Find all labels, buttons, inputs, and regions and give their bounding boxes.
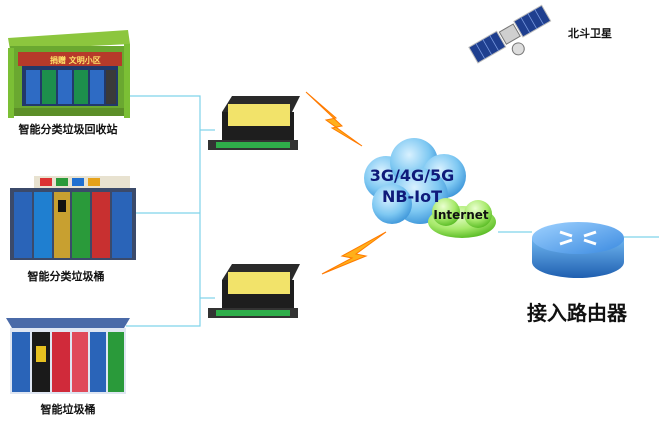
- device-label-smart-bin: 智能分类垃圾桶: [27, 270, 105, 283]
- connection-lines: [126, 95, 659, 327]
- gateway-box-1: [208, 96, 300, 150]
- lightning-icon-upper: [305, 91, 363, 147]
- line-device3: [126, 214, 201, 327]
- line-device1: [130, 95, 201, 214]
- satellite-icon: [468, 4, 552, 64]
- device-label-recycling-station: 智能分类垃圾回收站: [18, 123, 118, 136]
- recycling-station-icon: 捐赠 文明小区: [8, 30, 130, 118]
- banner-text: 捐赠 文明小区: [50, 55, 101, 65]
- lightning-icon-lower: [321, 231, 387, 275]
- router-label: 接入路由器: [527, 301, 627, 325]
- router-icon: [532, 222, 624, 278]
- network-cloud-icon: [364, 138, 496, 238]
- cloud-label-internet: Internet: [433, 208, 489, 222]
- device-label-smart-trash-can: 智能垃圾桶: [40, 403, 96, 416]
- cloud-label-nbiot: NB-IoT: [381, 187, 443, 206]
- satellite-label: 北斗卫星: [568, 27, 612, 40]
- gateway-box-2: [208, 264, 300, 318]
- cloud-label-mobile: 3G/4G/5G: [369, 166, 455, 185]
- smart-trash-can-icon: [6, 318, 130, 394]
- smart-bin-icon: [10, 176, 136, 260]
